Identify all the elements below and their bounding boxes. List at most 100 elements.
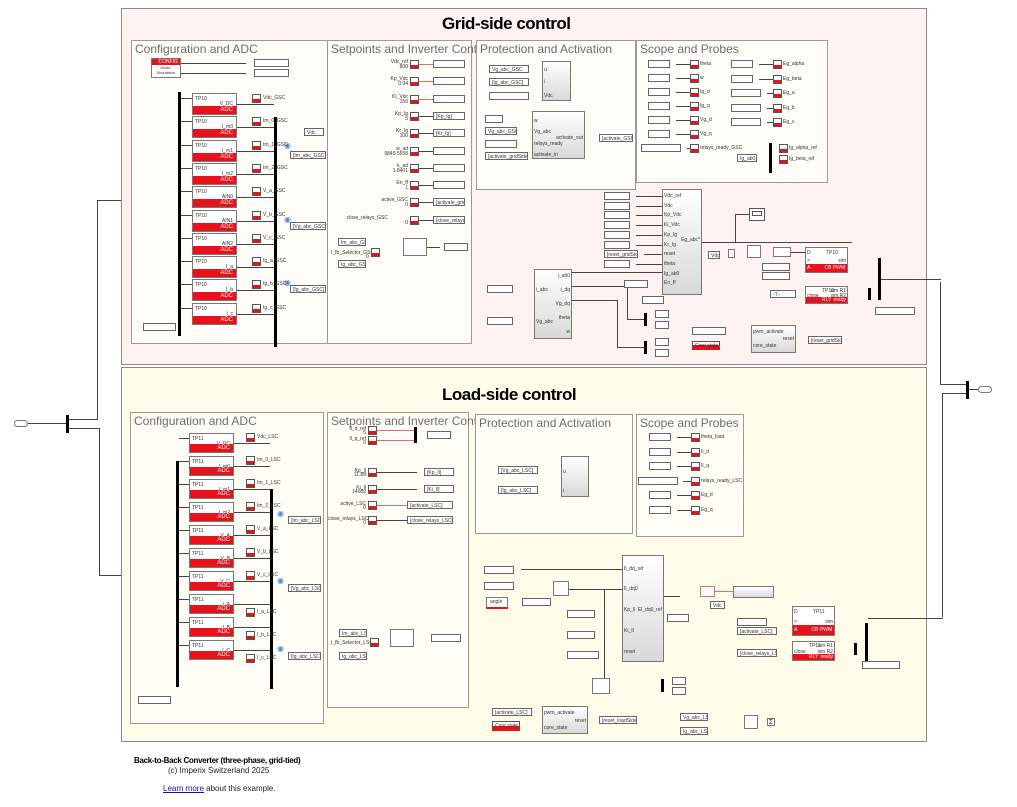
lsc-modulator-block[interactable] xyxy=(733,586,774,598)
constant-block[interactable] xyxy=(410,77,419,87)
constant-block[interactable] xyxy=(410,60,419,69)
constant-block[interactable] xyxy=(410,198,419,208)
constant-block[interactable] xyxy=(368,426,377,435)
probe-block xyxy=(690,116,699,125)
divide-block[interactable] xyxy=(728,249,735,258)
constant-block[interactable] xyxy=(368,501,377,510)
constant-block[interactable] xyxy=(410,94,419,104)
constant-block[interactable] xyxy=(410,146,419,156)
pll-wire-2 xyxy=(572,286,627,287)
grid-pwm-block[interactable]: D TP10 > sim A CB PWM xyxy=(805,247,848,273)
lsc-abc-dq-block[interactable] xyxy=(553,581,569,596)
adc-block[interactable]: TP11I_BADC xyxy=(189,617,234,637)
adc-label: ADC xyxy=(193,222,236,231)
constant-block[interactable] xyxy=(368,516,377,525)
probe-block xyxy=(691,447,700,457)
lsc-pwm-block[interactable]: D TP11 > sim A CB PWM xyxy=(792,606,835,636)
adc-label: ADC xyxy=(190,605,233,613)
adc-block[interactable]: TP11I_AADC xyxy=(189,594,234,614)
adc-bus-wire xyxy=(179,599,189,600)
probe-block xyxy=(252,210,261,220)
constant-block[interactable] xyxy=(368,468,377,477)
protection-block[interactable]: u i Vdc xyxy=(542,61,571,101)
load-port-wire xyxy=(969,389,978,390)
grid-port[interactable] xyxy=(14,420,28,427)
lsc-switch-block[interactable] xyxy=(592,678,610,694)
lsc-reset-block[interactable]: pwm_activate reset core_state xyxy=(542,706,588,734)
grid-scope-icon[interactable] xyxy=(749,208,765,221)
constant-value: 0.94 xyxy=(398,81,408,88)
lsc-selector-block[interactable] xyxy=(390,629,414,647)
constant-block[interactable] xyxy=(410,181,419,191)
sum-product-block[interactable] xyxy=(744,715,758,729)
constant-name: Kp_Il xyxy=(354,468,366,474)
selector-in-ig: Ig_abc_GSC xyxy=(338,260,366,268)
load-feed-wire xyxy=(69,428,99,429)
lsc-protection-block[interactable]: u i xyxy=(561,456,589,497)
adc-out-wire xyxy=(237,243,274,245)
probe-block xyxy=(690,60,699,69)
selector-const[interactable] xyxy=(371,248,380,257)
adc-bus-wire xyxy=(181,144,192,146)
adc-out-wire xyxy=(237,127,274,129)
probe-block xyxy=(252,117,261,127)
constant-block[interactable] xyxy=(368,436,377,445)
learn-more-link[interactable]: Learn more xyxy=(163,784,204,793)
load-current-controller[interactable]: Il_dq_ref Il_dq0 Kp_Il Ki_Il reset El_dq… xyxy=(622,555,664,662)
adc-block[interactable]: TP11V_BADC xyxy=(189,548,234,568)
sum-block[interactable]: Σ xyxy=(767,718,775,726)
probe-label: I_b_LSC xyxy=(257,632,277,638)
adc-device-label: TP10 xyxy=(195,305,207,312)
probe-block xyxy=(246,456,255,465)
grid-port-mux xyxy=(66,415,69,433)
lsc-relay-block[interactable]: TP11 sim R1 close sim R2 RLY ready xyxy=(792,641,835,661)
transform-block[interactable] xyxy=(747,245,761,258)
adc-bus-wire xyxy=(181,284,192,286)
probe-label: Im_2_LSC xyxy=(257,503,281,509)
adc-out-wire xyxy=(234,489,270,490)
activation-block[interactable]: w Vg_abc relays_ready activate_in activa… xyxy=(532,111,585,159)
config-block[interactable]: CONFIG Mode: Simulation xyxy=(151,58,181,78)
constant-value: 100 xyxy=(399,133,408,140)
grid-pll-block[interactable]: i_abc Vg_abc i_ab0 i_dq Vg_dq theta w xyxy=(534,269,572,339)
constant-block[interactable] xyxy=(410,163,419,173)
lsc-red-block[interactable] xyxy=(700,586,715,597)
wireless-icon: ◉ xyxy=(277,644,284,653)
adc-bus-wire xyxy=(181,98,192,99)
load-port[interactable] xyxy=(978,386,992,393)
grid-reset-block[interactable]: pwm_activate reset core_state xyxy=(751,325,796,353)
lsc-selector-const[interactable] xyxy=(370,638,379,647)
probe-label: Ig_b_GSC xyxy=(263,281,287,288)
adc-block[interactable]: TP11V_AADC xyxy=(189,525,234,545)
constant-block[interactable] xyxy=(410,215,419,225)
constant-block[interactable] xyxy=(410,111,419,121)
selector-block[interactable] xyxy=(403,238,427,256)
lsc-activate-from: [activate_LSC] xyxy=(737,627,777,635)
adc-trigger-input xyxy=(143,323,176,331)
saturation-block[interactable] xyxy=(773,247,791,257)
constant-block[interactable] xyxy=(410,129,419,139)
constant-goto: [close_relays_LSC] xyxy=(407,516,453,524)
grid-relay-block[interactable]: TP10 sim R1 close sim R2 RLY ready xyxy=(805,286,848,304)
constant-block[interactable] xyxy=(368,485,377,494)
lsc-angle-block[interactable]: angle xyxy=(486,597,508,609)
constant-name: Ki_Vdc xyxy=(392,93,408,100)
constant-goto xyxy=(433,163,465,172)
